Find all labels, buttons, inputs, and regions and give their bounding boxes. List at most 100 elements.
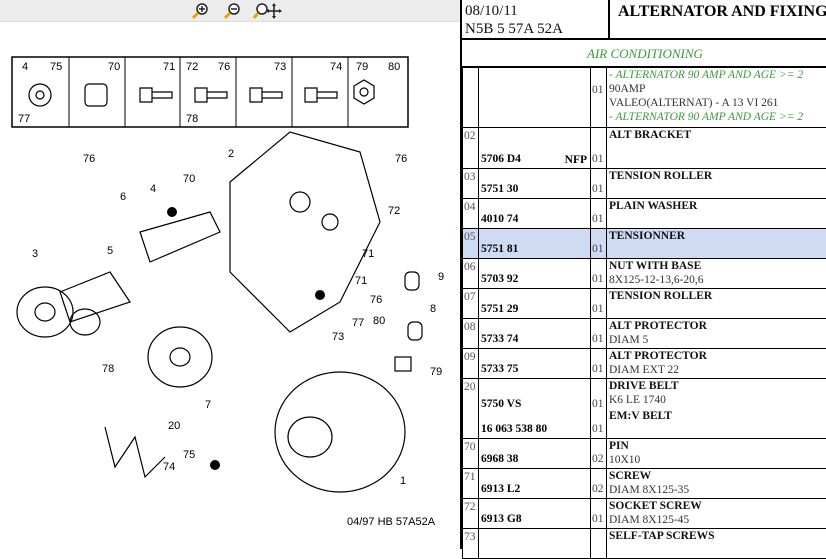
- qty-cell: 02: [591, 469, 607, 499]
- description-line: DIAM 8X125-35: [609, 483, 825, 497]
- description-line: - ALTERNATOR 90 AMP AND AGE >= 2: [609, 110, 825, 124]
- page-title: ALTERNATOR AND FIXINGS: [608, 0, 826, 40]
- description-cell: SELF-TAP SCREWS: [607, 529, 826, 559]
- part-ref: 6913 L2: [481, 482, 520, 496]
- description-line: SOCKET SCREW: [609, 499, 825, 513]
- description-line: DRIVE BELT: [609, 379, 825, 393]
- part-ref: 5751 81: [481, 242, 518, 256]
- svg-text:8: 8: [430, 303, 436, 315]
- quantity: 01: [592, 212, 604, 226]
- zoom-pan-icon[interactable]: [252, 1, 282, 21]
- svg-text:75: 75: [50, 61, 62, 73]
- table-row[interactable]: 73 SELF-TAP SCREWS: [463, 529, 826, 559]
- svg-text:70: 70: [108, 61, 120, 73]
- part-ref-alt: 16 063 538 80: [481, 422, 547, 436]
- qty-cell: 01: [591, 499, 607, 529]
- svg-text:7: 7: [205, 399, 211, 411]
- svg-text:76: 76: [218, 61, 230, 73]
- part-ref: 4010 74: [481, 212, 518, 226]
- item-index: 72: [463, 499, 479, 529]
- description-line: 8X125-12-13,6-20,6: [609, 273, 825, 287]
- zoom-in-icon[interactable]: [190, 1, 210, 21]
- item-index: 71: [463, 469, 479, 499]
- qty-cell: 01: [591, 169, 607, 199]
- description-line: 10X10: [609, 453, 825, 467]
- quantity: 01: [592, 182, 604, 196]
- item-index: 70: [463, 439, 479, 469]
- header-ref: N5B 5 57A 52A: [465, 20, 563, 38]
- svg-text:80: 80: [388, 61, 400, 73]
- ref-cell: 5751 81: [479, 229, 591, 259]
- description-line: ALT PROTECTOR: [609, 349, 825, 363]
- svg-text:78: 78: [186, 113, 198, 125]
- qty-cell: 01: [591, 259, 607, 289]
- description-line: ALT BRACKET: [609, 128, 825, 142]
- svg-text:72: 72: [186, 61, 198, 73]
- svg-text:71: 71: [163, 61, 175, 73]
- svg-text:80: 80: [373, 315, 385, 327]
- quantity: 01: [592, 83, 604, 97]
- description-line: TENSIONNER: [609, 229, 825, 243]
- ref-cell: 6968 38: [479, 439, 591, 469]
- description-line: K6 LE 1740: [609, 393, 825, 407]
- description-line: DIAM 8X125-45: [609, 513, 825, 527]
- part-ref: 5751 30: [481, 182, 518, 196]
- qty-cell: 01: [591, 128, 607, 169]
- svg-text:4: 4: [22, 61, 28, 73]
- ref-cell: 5703 92: [479, 259, 591, 289]
- description-line: 90AMP: [609, 82, 825, 96]
- part-ref: 5733 75: [481, 362, 518, 376]
- quantity: 01: [592, 302, 604, 316]
- description-line: TENSION ROLLER: [609, 289, 825, 303]
- description-line: - ALTERNATOR 90 AMP AND AGE >= 2: [609, 68, 825, 82]
- item-index: 04: [463, 199, 479, 229]
- svg-text:75: 75: [183, 449, 195, 461]
- description-line: DIAM 5: [609, 333, 825, 347]
- quantity: 01: [592, 332, 604, 346]
- item-index: 20: [463, 379, 479, 439]
- qty-cell: 01: [591, 349, 607, 379]
- zoom-out-icon[interactable]: [222, 1, 242, 21]
- diagram-code: 04/97 HB 57A52A: [347, 516, 436, 528]
- svg-text:73: 73: [274, 61, 286, 73]
- svg-text:72: 72: [388, 205, 400, 217]
- qty-cell: 01: [591, 199, 607, 229]
- svg-text:4: 4: [150, 183, 156, 195]
- item-index: 73: [463, 529, 479, 559]
- quantity: 01: [592, 242, 604, 256]
- svg-text:70: 70: [183, 173, 195, 185]
- svg-text:2: 2: [228, 148, 234, 160]
- svg-text:79: 79: [356, 61, 368, 73]
- ref-cell: 5751 30: [479, 169, 591, 199]
- svg-text:77: 77: [18, 113, 30, 125]
- svg-text:9: 9: [438, 271, 444, 283]
- description-line: EM:V BELT: [609, 409, 825, 423]
- item-index: 08: [463, 319, 479, 349]
- part-ref: 5733 74: [481, 332, 518, 346]
- svg-text:79: 79: [430, 366, 442, 378]
- part-ref: 6968 38: [481, 452, 518, 466]
- description-cell: ALT BRACKET: [607, 128, 826, 169]
